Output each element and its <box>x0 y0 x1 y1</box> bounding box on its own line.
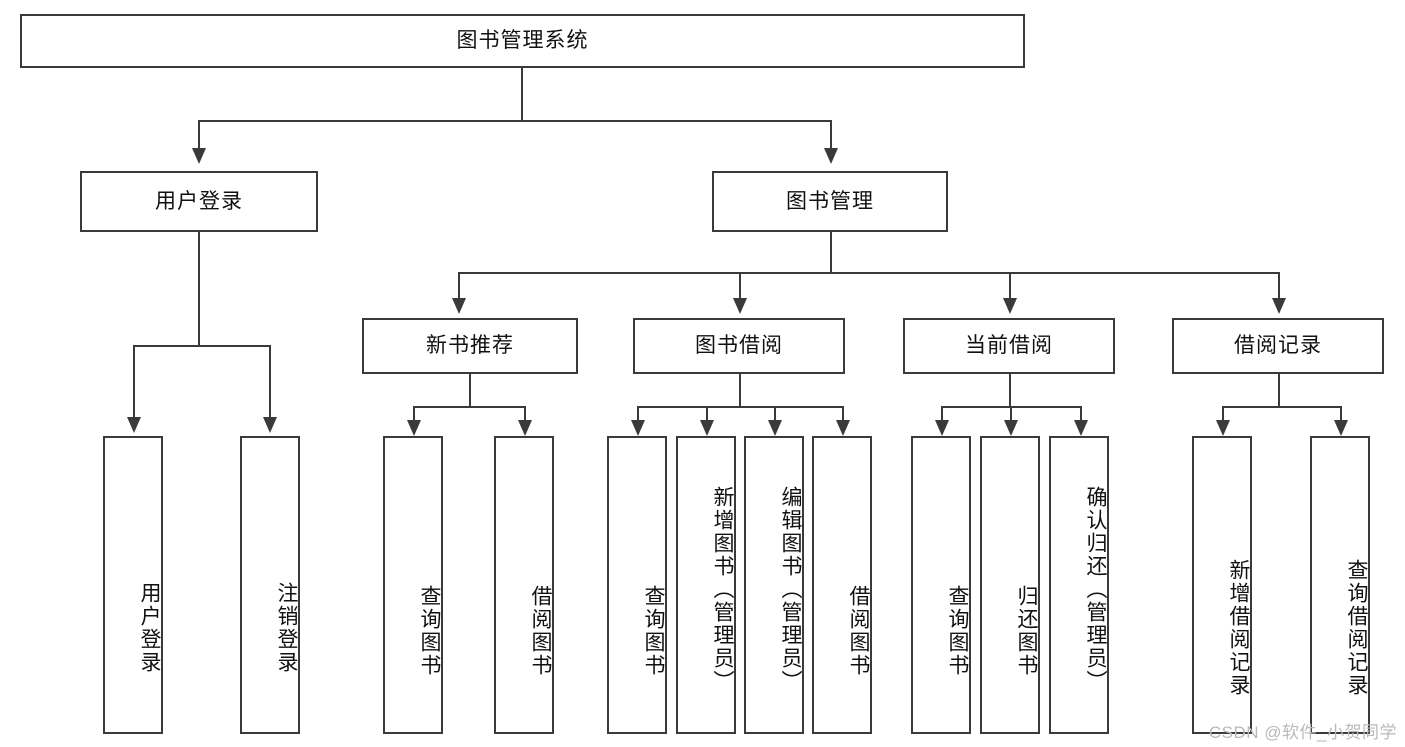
node-book-borrow[interactable]: 图书借阅 <box>633 318 845 374</box>
connector-root-stem <box>521 68 523 120</box>
connector-bookmgmt-drop-2 <box>739 272 741 298</box>
node-label: 新增借阅记录 <box>1227 559 1250 697</box>
node-new-book-recommendation[interactable]: 新书推荐 <box>362 318 578 374</box>
connector-borrowrecord-stem <box>1278 374 1280 406</box>
node-label: 借阅记录 <box>1234 334 1322 358</box>
node-label: 查询图书 <box>642 585 665 677</box>
leaf-query-book-borrow[interactable]: 查询图书 <box>607 436 667 734</box>
csdn-watermark: CSDN @软件_小贺同学 <box>1208 723 1397 742</box>
node-book-management[interactable]: 图书管理 <box>712 171 948 232</box>
leaf-confirm-return-admin[interactable]: 确认归还（管理员） <box>1049 436 1109 734</box>
leaf-query-borrow-record[interactable]: 查询借阅记录 <box>1310 436 1370 734</box>
connector-root-drop-right <box>830 120 832 148</box>
connector-currentborrow-drop-2 <box>1010 406 1012 420</box>
connector-userlogin-stem <box>198 232 200 345</box>
arrow-to-leaf-edit-book <box>768 420 782 436</box>
arrow-to-leaf-logout <box>263 417 277 433</box>
node-label: 图书借阅 <box>695 334 783 358</box>
connector-borrowrecord-drop-1 <box>1222 406 1224 420</box>
connector-root-drop-left <box>198 120 200 148</box>
arrow-to-borrow-record <box>1272 298 1286 314</box>
node-label: 注销登录 <box>275 582 298 674</box>
arrow-to-leaf-query-book-3 <box>935 420 949 436</box>
leaf-user-login[interactable]: 用户登录 <box>103 436 163 734</box>
connector-newbook-drop-2 <box>524 406 526 420</box>
connector-bookmgmt-drop-1 <box>458 272 460 298</box>
leaf-logout[interactable]: 注销登录 <box>240 436 300 734</box>
connector-bookmgmt-drop-3 <box>1009 272 1011 298</box>
leaf-borrow-book[interactable]: 借阅图书 <box>812 436 872 734</box>
node-label: 新书推荐 <box>426 334 514 358</box>
node-label: 当前借阅 <box>965 334 1053 358</box>
arrow-to-current-borrow <box>1003 298 1017 314</box>
arrow-to-book-borrow <box>733 298 747 314</box>
connector-userlogin-bar <box>133 345 270 347</box>
node-label: 新增图书（管理员） <box>711 485 734 693</box>
arrow-to-leaf-query-book-2 <box>631 420 645 436</box>
connector-bookborrow-stem <box>739 374 741 406</box>
node-label: 图书管理系统 <box>456 29 589 53</box>
connector-bookborrow-drop-2 <box>706 406 708 420</box>
connector-bookmgmt-stem <box>830 232 832 272</box>
node-label: 查询图书 <box>418 585 441 677</box>
node-label: 查询图书 <box>946 585 969 677</box>
node-label: 图书管理 <box>786 189 874 213</box>
node-label: 借阅图书 <box>847 585 870 677</box>
leaf-add-book-admin[interactable]: 新增图书（管理员） <box>676 436 736 734</box>
node-label: 用户登录 <box>155 189 243 213</box>
connector-bookborrow-drop-3 <box>774 406 776 420</box>
connector-newbook-bar <box>413 406 526 408</box>
arrow-to-book-management <box>824 148 838 164</box>
connector-currentborrow-drop-3 <box>1080 406 1082 420</box>
node-label: 归还图书 <box>1015 585 1038 677</box>
arrow-to-leaf-query-book-1 <box>407 420 421 436</box>
arrow-to-leaf-add-book <box>700 420 714 436</box>
leaf-query-book-current[interactable]: 查询图书 <box>911 436 971 734</box>
connector-root-bar <box>198 120 832 122</box>
connector-borrowrecord-drop-2 <box>1340 406 1342 420</box>
node-root-book-management-system[interactable]: 图书管理系统 <box>20 14 1025 68</box>
connector-borrowrecord-bar <box>1222 406 1342 408</box>
arrow-to-leaf-user-login <box>127 417 141 433</box>
arrow-to-leaf-borrow-book-2 <box>836 420 850 436</box>
node-label: 查询借阅记录 <box>1345 559 1368 697</box>
arrow-to-leaf-borrow-book-1 <box>518 420 532 436</box>
node-user-login[interactable]: 用户登录 <box>80 171 318 232</box>
arrow-to-leaf-confirm-return <box>1074 420 1088 436</box>
arrow-to-leaf-add-record <box>1216 420 1230 436</box>
leaf-edit-book-admin[interactable]: 编辑图书（管理员） <box>744 436 804 734</box>
node-label: 编辑图书（管理员） <box>779 485 802 693</box>
connector-userlogin-drop-2 <box>269 345 271 417</box>
connector-currentborrow-drop-1 <box>941 406 943 420</box>
connector-userlogin-drop-1 <box>133 345 135 417</box>
connector-bookborrow-bar <box>637 406 844 408</box>
node-label: 用户登录 <box>138 582 161 674</box>
leaf-borrow-book-newrec[interactable]: 借阅图书 <box>494 436 554 734</box>
node-label: 借阅图书 <box>529 585 552 677</box>
connector-currentborrow-stem <box>1009 374 1011 406</box>
arrow-to-user-login <box>192 148 206 164</box>
node-label: 确认归还（管理员） <box>1084 485 1107 693</box>
connector-newbook-drop-1 <box>413 406 415 420</box>
connector-bookmgmt-drop-4 <box>1278 272 1280 298</box>
leaf-return-book[interactable]: 归还图书 <box>980 436 1040 734</box>
connector-bookborrow-drop-1 <box>637 406 639 420</box>
arrow-to-new-book-rec <box>452 298 466 314</box>
connector-newbook-stem <box>469 374 471 406</box>
arrow-to-leaf-query-record <box>1334 420 1348 436</box>
node-current-borrow[interactable]: 当前借阅 <box>903 318 1115 374</box>
connector-bookborrow-drop-4 <box>842 406 844 420</box>
leaf-add-borrow-record[interactable]: 新增借阅记录 <box>1192 436 1252 734</box>
node-borrow-record[interactable]: 借阅记录 <box>1172 318 1384 374</box>
arrow-to-leaf-return-book <box>1004 420 1018 436</box>
connector-bookmgmt-bar <box>458 272 1278 274</box>
leaf-query-book-newrec[interactable]: 查询图书 <box>383 436 443 734</box>
